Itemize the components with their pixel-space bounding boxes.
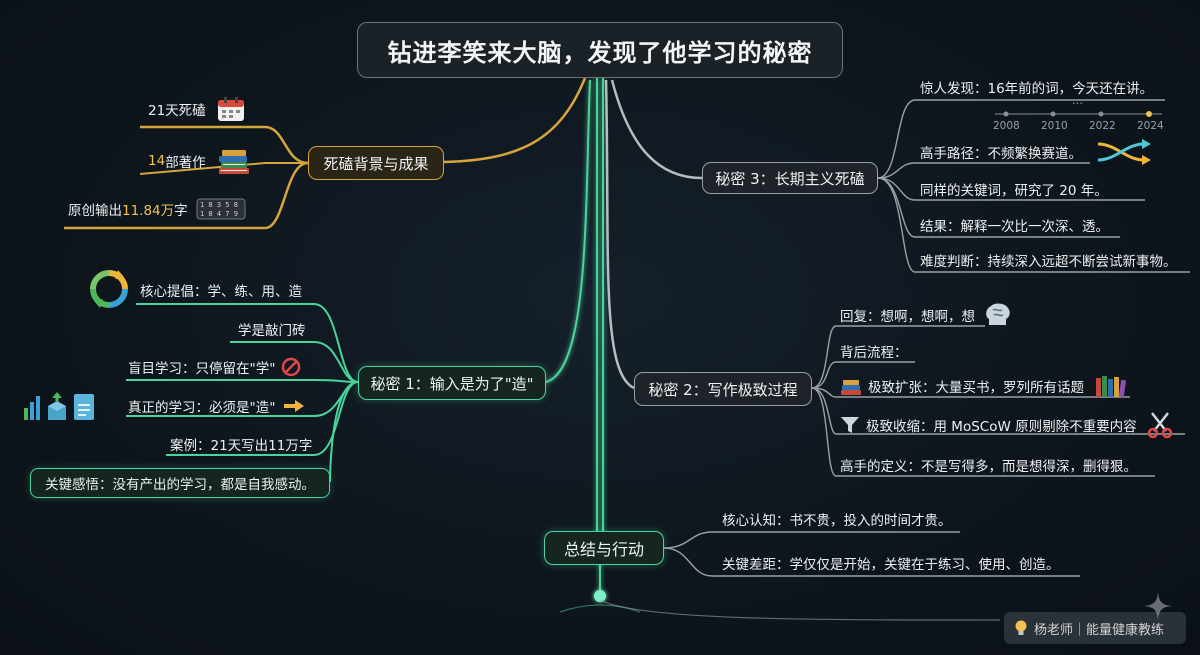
secret1-insight[interactable]: 关键感悟：没有产出的学习，都是自我感动。 (30, 468, 330, 498)
shuffle-icon (1096, 138, 1152, 166)
secret3-item-discovery: 惊人发现：16年前的词，今天还在讲。 (920, 81, 1154, 97)
timeline-year-2022: 2022 (1089, 120, 1116, 132)
sparkle-icon (1142, 590, 1174, 622)
secret1-item-blind-label: 盲目学习：只停留在"学" (128, 361, 276, 377)
gold-branch-lines (64, 77, 587, 230)
secret1-node[interactable]: 秘密 1：输入是为了"造" (358, 366, 546, 400)
build-icons (22, 390, 102, 422)
timeline-year-2024: 2024 (1137, 120, 1164, 132)
scissors-icon (1147, 411, 1173, 439)
secret2-item-expand-label: 极致扩张：大量买书，罗列所有话题 (868, 380, 1084, 396)
document-icon (74, 394, 94, 420)
secret1-item-case: 案例：21天写出11万字 (170, 438, 313, 454)
cycle-icon (88, 268, 130, 310)
calendar-icon (216, 95, 246, 123)
works-unit: 部著作 (165, 155, 206, 171)
works-count: 14 (148, 153, 166, 169)
secret3-item-result: 结果：解释一次比一次深、透。 (920, 219, 1109, 235)
forbidden-icon (281, 357, 301, 377)
background-item-days-label: 21天死磕 (148, 103, 206, 119)
secret3-branch-lines (610, 79, 703, 180)
secret1-item-true-label: 真正的学习：必须是"造" (128, 400, 276, 416)
summary-branch-lines (663, 531, 1080, 577)
brain-icon (983, 301, 1013, 329)
green-branch-lines (126, 303, 359, 483)
watermark-text: 杨老师｜能量健康教练 (1034, 622, 1165, 638)
output-count: 11.84万 (122, 203, 175, 219)
bookshelf-icon (1094, 374, 1128, 398)
secret2-item-reply: 回复：想啊，想啊，想 (840, 301, 1013, 329)
secret1-item-true: 真正的学习：必须是"造" (128, 395, 305, 417)
secret1-item-core: 核心提倡：学、练、用、造 (140, 284, 302, 300)
secret3-item-keywords: 同样的关键词，研究了 20 年。 (920, 183, 1108, 199)
trunk-glow-dot (594, 590, 606, 602)
secret2-item-reply-label: 回复：想啊，想啊，想 (840, 309, 975, 325)
secret3-node[interactable]: 秘密 3：长期主义死磕 (702, 162, 878, 194)
books-stack-icon (840, 376, 862, 396)
mind-map-title: 钻进李笑来大脑，发现了他学习的秘密 (357, 22, 843, 78)
bar-chart-icon (24, 396, 40, 420)
summary-item-gap: 关键差距：学仅仅是开始，关键在于练习、使用、创造。 (722, 557, 1060, 573)
background-item-days: 21天死磕 (148, 95, 246, 123)
timeline-ellipsis: … (1072, 93, 1083, 107)
secret1-item-blind: 盲目学习：只停留在"学" (128, 356, 301, 378)
trunk-lines (545, 78, 604, 595)
secret1-item-entry: 学是敲门砖 (238, 323, 306, 339)
svg-text:1 8 4 7 9: 1 8 4 7 9 (200, 210, 238, 218)
output-prefix: 原创输出 (68, 203, 122, 219)
funnel-icon (840, 415, 860, 435)
background-branch-node[interactable]: 死磕背景与成果 (308, 146, 444, 180)
secret2-item-expand: 极致扩张：大量买书，罗列所有话题 (840, 374, 1128, 398)
secret2-branch-lines (604, 79, 635, 390)
secret3-item-difficulty: 难度判断：持续深入远超不断尝试新事物。 (920, 254, 1177, 270)
secret2-node[interactable]: 秘密 2：写作极致过程 (634, 372, 812, 406)
secret2-item-process: 背后流程： (840, 345, 908, 361)
books-icon (216, 146, 252, 176)
lightbulb-icon (1014, 619, 1028, 637)
svg-text:1 8 3 5 8: 1 8 3 5 8 (200, 201, 238, 209)
secret2-item-shrink: 极致收缩：用 MoSCoW 原则剔除不重要内容 (840, 411, 1173, 439)
author-watermark: 杨老师｜能量健康教练 (1004, 612, 1186, 644)
box-upload-icon (48, 392, 66, 420)
output-unit: 字 (174, 203, 188, 219)
timeline-year-2008: 2008 (993, 120, 1020, 132)
secret3-item-path: 高手路径：不频繁换赛道。 (920, 138, 1152, 166)
timeline-year-2010: 2010 (1041, 120, 1068, 132)
timeline-graphic (995, 111, 1162, 117)
summary-item-cognition: 核心认知：书不贵，投入的时间才贵。 (722, 513, 952, 529)
secret2-item-shrink-label: 极致收缩：用 MoSCoW 原则剔除不重要内容 (866, 419, 1137, 435)
arrow-right-icon (283, 399, 305, 413)
secret3-item-path-label: 高手路径：不频繁换赛道。 (920, 146, 1082, 162)
summary-node[interactable]: 总结与行动 (544, 531, 664, 565)
secret2-item-master: 高手的定义：不是写得多，而是想得深，删得狠。 (840, 459, 1137, 475)
